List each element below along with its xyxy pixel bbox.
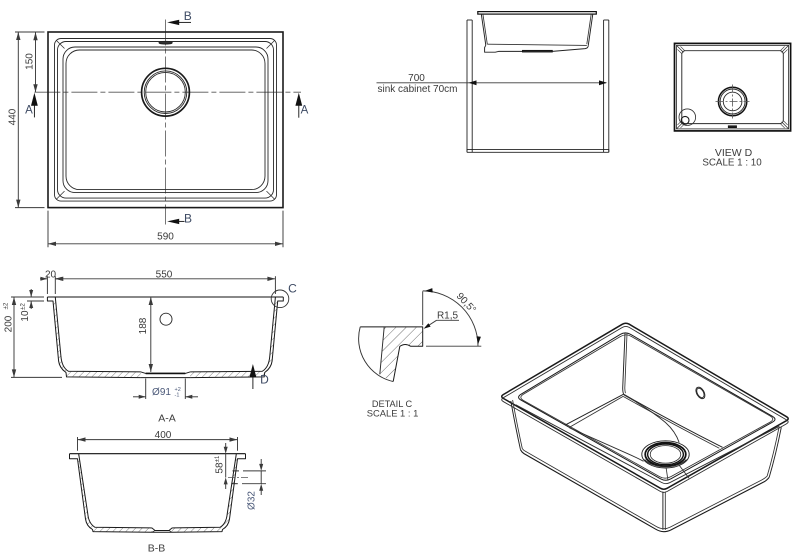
svg-text:B-B: B-B — [148, 543, 166, 555]
svg-text:700: 700 — [408, 73, 425, 84]
svg-text:±2: ±2 — [21, 303, 27, 310]
svg-text:150: 150 — [25, 53, 36, 70]
svg-text:DETAIL C: DETAIL C — [372, 399, 413, 409]
svg-text:VIEW D: VIEW D — [715, 147, 753, 159]
svg-text:-1: -1 — [175, 392, 180, 398]
svg-text:±1: ±1 — [215, 455, 221, 462]
svg-text:A-A: A-A — [158, 413, 176, 425]
svg-text:+2: +2 — [175, 387, 181, 393]
svg-text:590: 590 — [157, 231, 174, 242]
svg-text:188: 188 — [138, 317, 149, 334]
svg-text:B: B — [184, 212, 192, 226]
svg-text:400: 400 — [155, 430, 172, 441]
svg-text:Ø32: Ø32 — [247, 491, 258, 510]
svg-text:20: 20 — [45, 269, 57, 280]
svg-text:SCALE 1 : 10: SCALE 1 : 10 — [702, 158, 762, 169]
svg-text:SCALE 1 : 1: SCALE 1 : 1 — [367, 408, 419, 419]
svg-text:10: 10 — [20, 310, 31, 322]
svg-text:B: B — [184, 9, 192, 23]
svg-text:sink cabinet 70cm: sink cabinet 70cm — [377, 84, 457, 95]
svg-text:550: 550 — [156, 269, 173, 280]
svg-text:±2: ±2 — [4, 302, 10, 309]
svg-text:A: A — [25, 105, 33, 117]
svg-text:Ø91: Ø91 — [152, 387, 171, 398]
svg-text:A: A — [301, 105, 309, 117]
svg-text:C: C — [288, 282, 297, 296]
svg-text:R1,5: R1,5 — [437, 310, 459, 321]
svg-text:58: 58 — [215, 462, 226, 474]
svg-text:D: D — [260, 373, 269, 387]
svg-text:200: 200 — [3, 315, 14, 332]
svg-text:440: 440 — [8, 108, 19, 125]
